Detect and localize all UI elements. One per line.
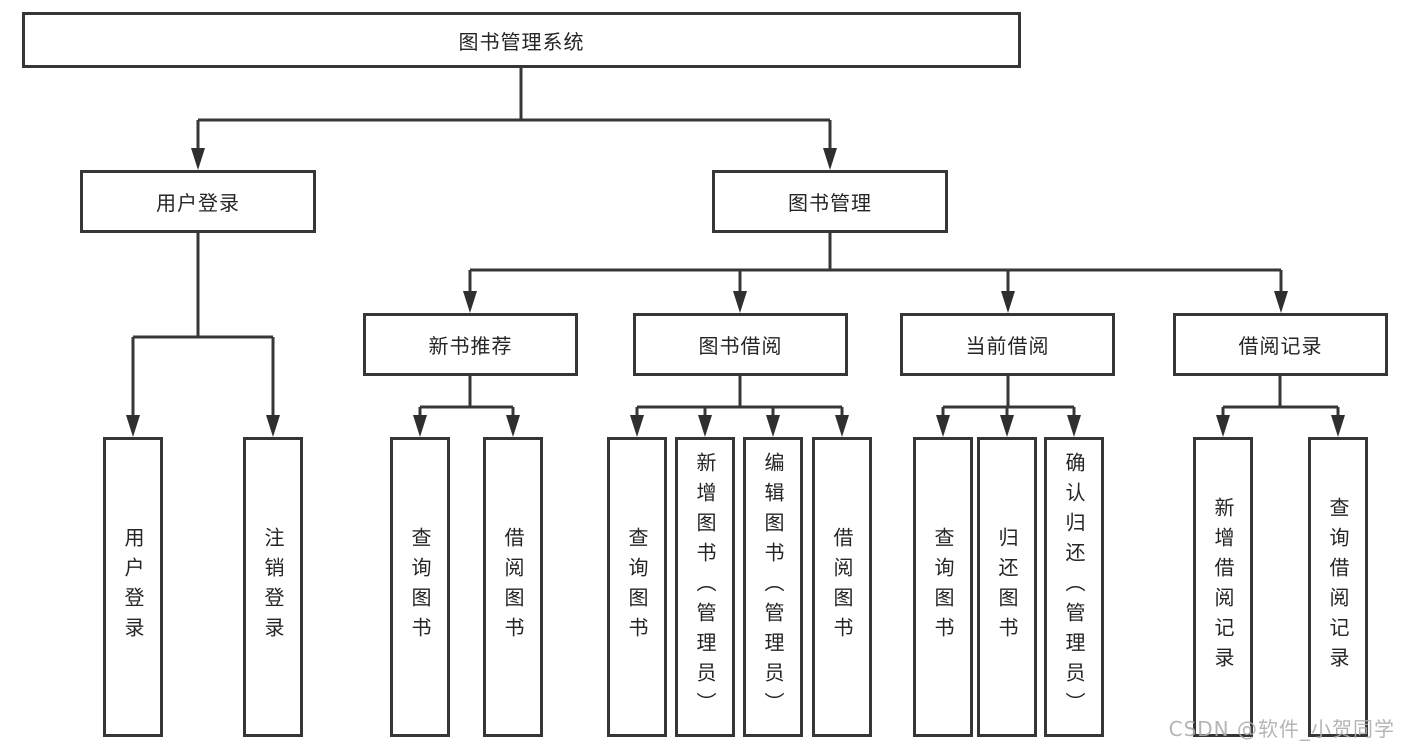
csdn-watermark: CSDN @软件_小贺同学 [1168,717,1395,741]
connector-paths [131,68,1340,418]
edge-user-login-branch [131,233,275,418]
node-leaf-add-book-admin: 新增图书（管理员） [675,437,735,737]
edge-root-to-level2 [196,68,832,150]
arrow-down-icon [1001,291,1015,313]
node-leaf-current-query-book: 查询图书 [913,437,973,737]
node-new-book-recommendation: 新书推荐 [363,313,578,376]
node-leaf-confirm-return-admin: 确认归还（管理员） [1044,437,1104,737]
node-leaf-logout: 注销登录 [243,437,303,737]
node-leaf-recommend-query-book: 查询图书 [390,437,450,737]
node-label: 图书管理系统 [458,29,585,54]
node-library-management-system: 图书管理系统 [22,12,1021,68]
node-label: 查询图书 [931,527,955,647]
node-leaf-borrowing-query-book: 查询图书 [607,437,667,737]
node-label: 归还图书 [995,527,1019,647]
arrow-down-icon [733,291,747,313]
arrow-down-icon [823,148,837,170]
edge-book-management-branch [468,233,1283,293]
arrow-down-icon [506,415,520,437]
node-label: 借阅图书 [830,527,854,647]
arrow-down-icon [126,415,140,437]
node-label: 查询图书 [408,527,432,647]
arrow-down-icon [1000,415,1014,437]
arrow-down-icon [1331,415,1345,437]
edge-new-book-recommendation-branch [418,376,515,418]
node-book-management: 图书管理 [712,170,948,233]
node-current-borrowing: 当前借阅 [900,313,1115,376]
node-leaf-query-borrow-record: 查询借阅记录 [1308,437,1368,737]
edge-borrowing-records-branch [1221,376,1340,418]
node-label: 查询借阅记录 [1326,497,1350,677]
node-label: 编辑图书（管理员） [761,452,785,722]
arrow-down-icon [766,415,780,437]
node-label: 借阅记录 [1238,334,1323,358]
node-label: 查询图书 [625,527,649,647]
node-label: 确认归还（管理员） [1062,452,1086,722]
node-label: 用户登录 [156,191,240,215]
node-label: 借阅图书 [501,527,525,647]
node-leaf-user-login: 用户登录 [103,437,163,737]
edge-current-borrowing-branch [941,376,1076,418]
node-leaf-return-book: 归还图书 [977,437,1037,737]
arrow-down-icon [191,148,205,170]
arrow-down-icon [1067,415,1081,437]
arrow-down-icon [463,291,477,313]
node-leaf-add-borrow-record: 新增借阅记录 [1193,437,1253,737]
arrow-down-icon [266,415,280,437]
arrow-down-icon [413,415,427,437]
arrow-down-icon [1216,415,1230,437]
arrow-down-icon [630,415,644,437]
node-label: 当前借阅 [965,334,1050,358]
node-leaf-recommend-borrow-book: 借阅图书 [483,437,543,737]
arrow-down-icon [936,415,950,437]
node-label: 用户登录 [121,527,145,647]
node-label: 图书借阅 [698,334,783,358]
arrow-down-icon [835,415,849,437]
node-label: 新增图书（管理员） [693,452,717,722]
node-label: 新增借阅记录 [1211,497,1235,677]
node-label: 新书推荐 [428,334,513,358]
node-user-login: 用户登录 [80,170,316,233]
node-leaf-borrowing-borrow-book: 借阅图书 [812,437,872,737]
arrow-down-icon [1274,291,1288,313]
arrow-down-icon [698,415,712,437]
node-book-borrowing: 图书借阅 [633,313,848,376]
node-borrowing-records: 借阅记录 [1173,313,1388,376]
edge-book-borrowing-branch [635,376,844,418]
node-label: 图书管理 [788,191,872,215]
node-label: 注销登录 [261,527,285,647]
arrowheads [126,148,1345,437]
node-leaf-edit-book-admin: 编辑图书（管理员） [743,437,803,737]
